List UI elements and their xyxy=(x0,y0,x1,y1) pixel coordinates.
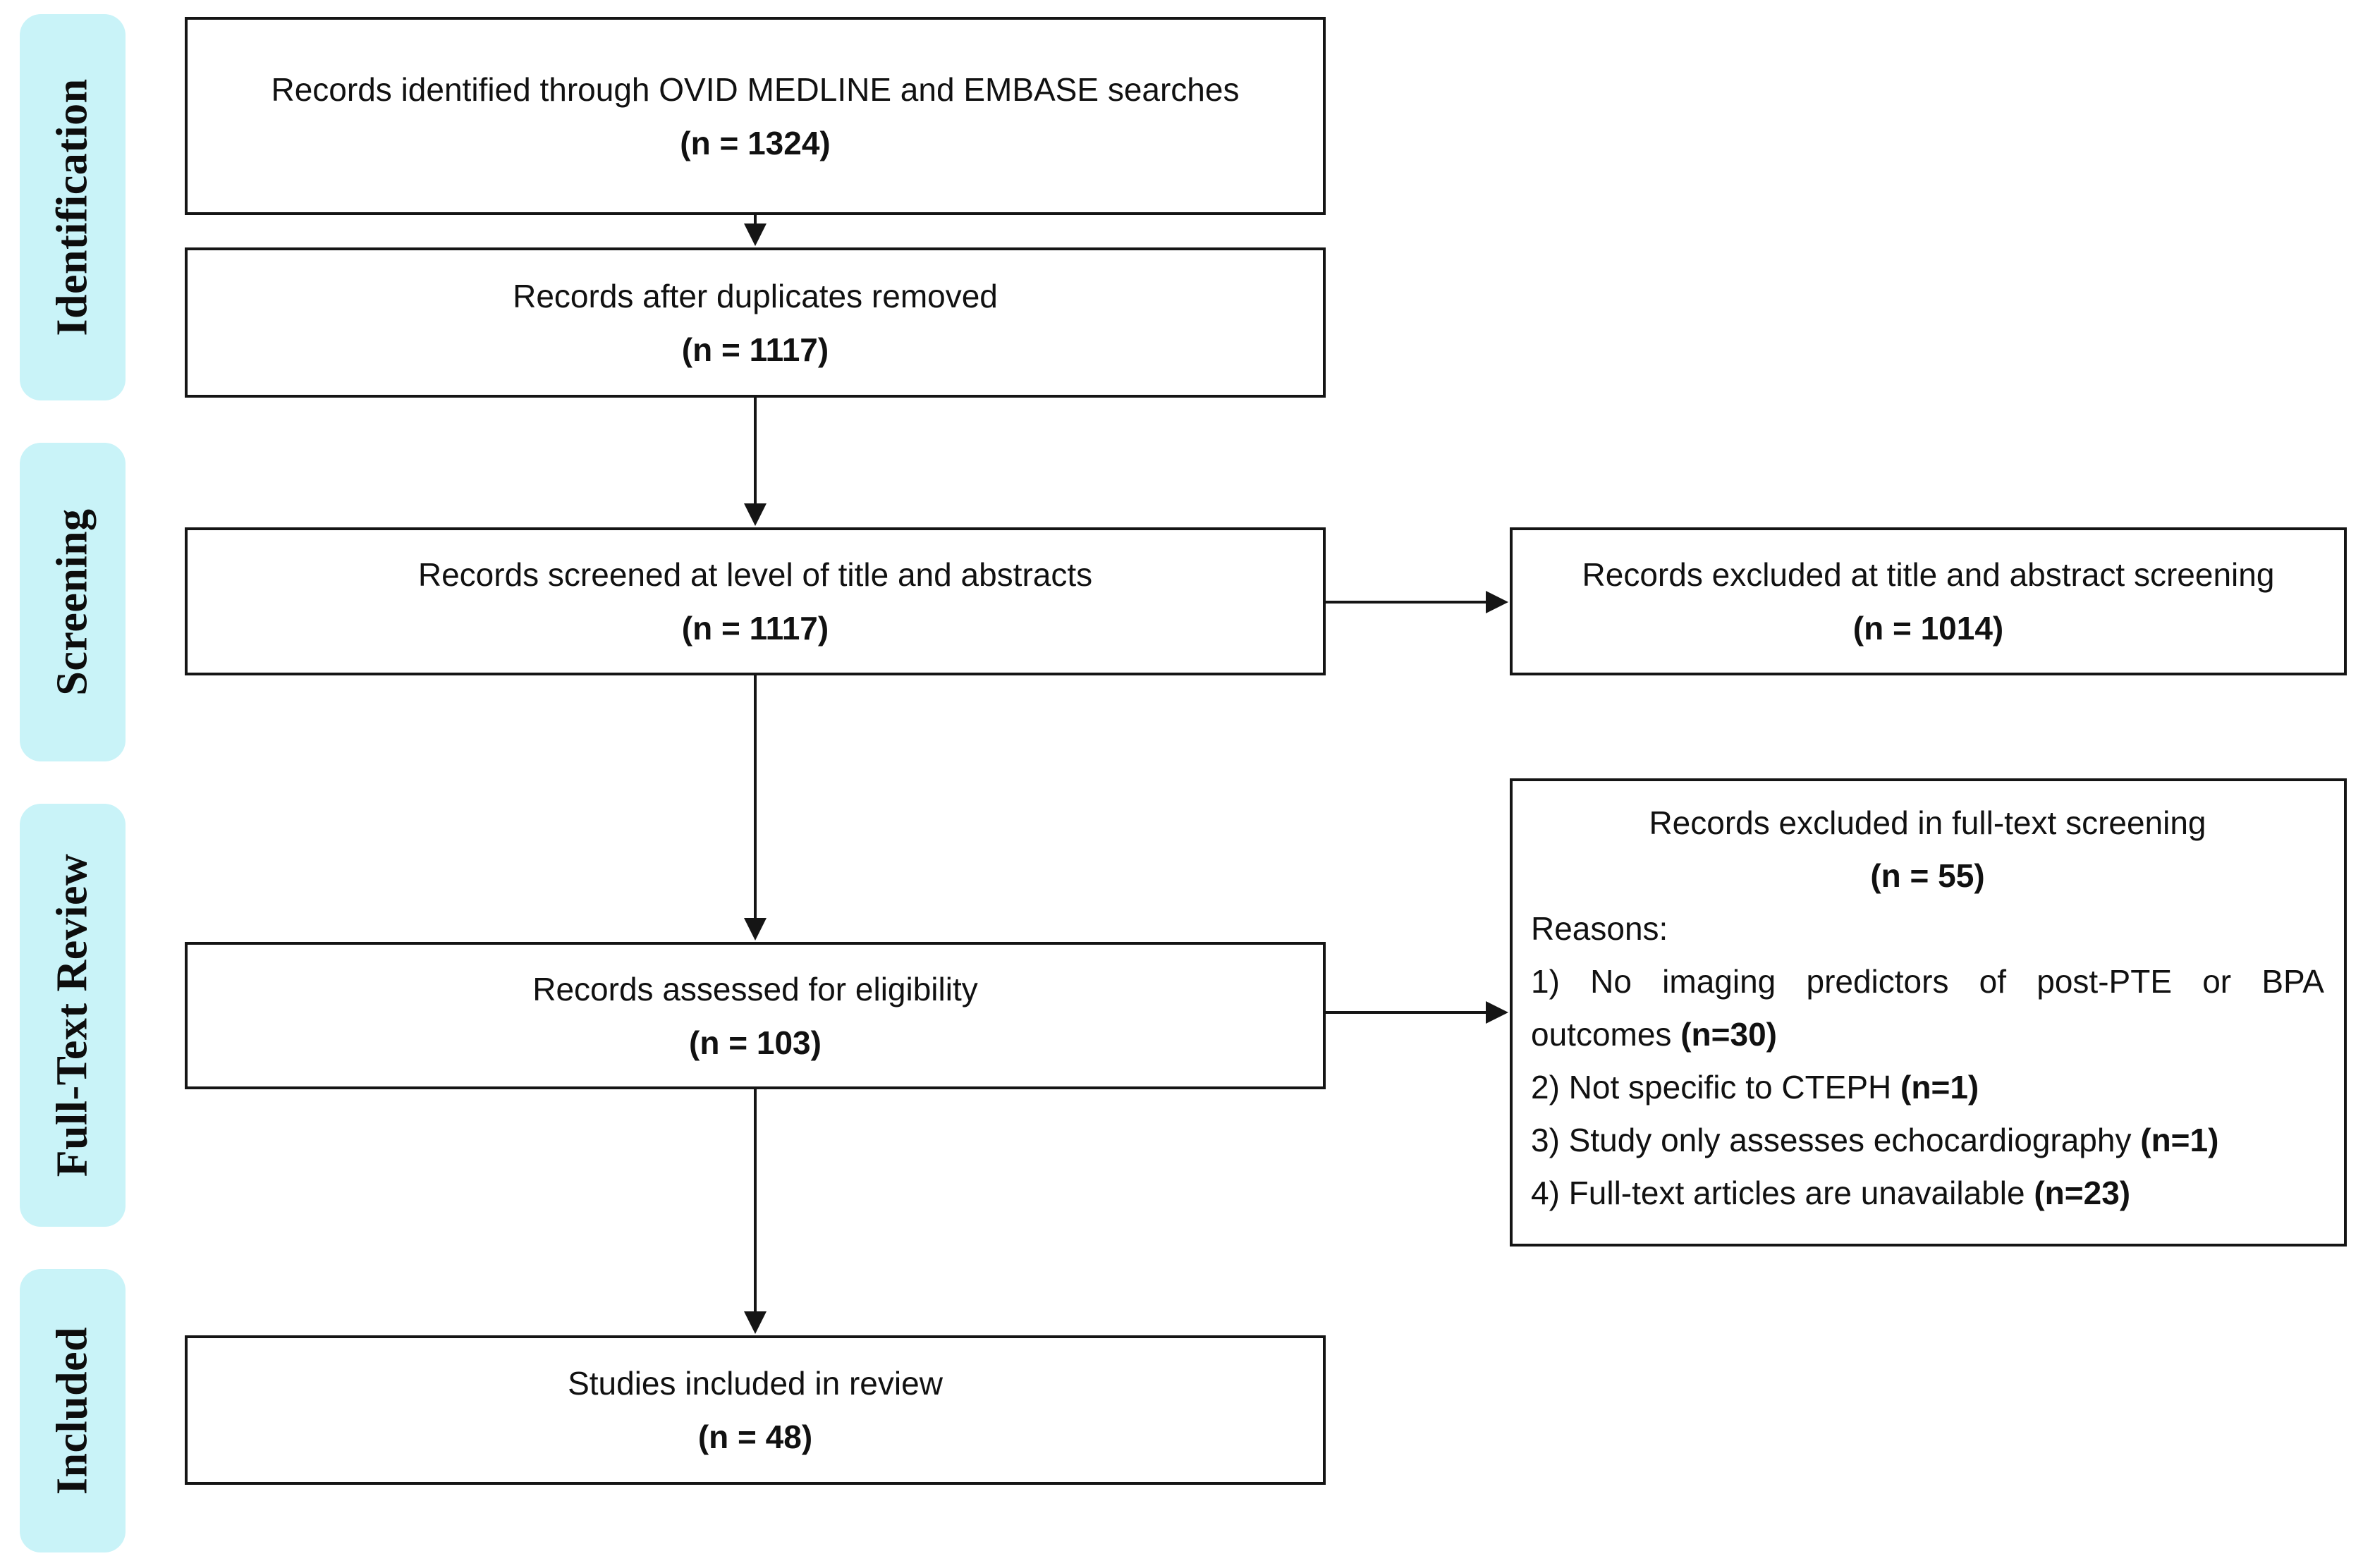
reason-1-line-1: 1) No imaging predictors of post-PTE or … xyxy=(1531,963,2324,1000)
phase-included: Included xyxy=(20,1269,126,1552)
reason-3: 3) Study only assesses echocardiography … xyxy=(1531,1114,2324,1167)
records-identified-count: (n = 1324) xyxy=(680,124,831,161)
excluded-full-text-count: (n = 55) xyxy=(1870,857,1985,894)
box-records-identified: Records identified through OVID MEDLINE … xyxy=(185,17,1326,215)
reason-2: 2) Not specific to CTEPH (n=1) xyxy=(1531,1061,2324,1114)
box-records-screened: Records screened at level of title and a… xyxy=(185,527,1326,675)
phase-identification: Identification xyxy=(20,14,126,400)
phase-screening: Screening xyxy=(20,443,126,761)
box-excluded-title-abstract: Records excluded at title and abstract s… xyxy=(1510,527,2347,675)
reasons-label: Reasons: xyxy=(1531,910,1668,947)
reason-3-count: (n=1) xyxy=(2140,1122,2219,1158)
reason-4-count: (n=23) xyxy=(2034,1175,2131,1211)
assessed-eligibility-count: (n = 103) xyxy=(689,1024,822,1061)
box-excluded-full-text: Records excluded in full-text screening … xyxy=(1510,778,2347,1247)
records-screened-text: Records screened at level of title and a… xyxy=(417,556,1093,593)
reason-4-text: 4) Full-text articles are unavailable xyxy=(1531,1175,2025,1211)
reason-1-text: outcomes xyxy=(1531,1016,1672,1053)
reason-2-text: 2) Not specific to CTEPH xyxy=(1531,1069,1892,1105)
reason-1-count: (n=30) xyxy=(1680,1016,1777,1053)
reason-3-text: 3) Study only assesses echocardiography xyxy=(1531,1122,2132,1158)
excluded-title-abstract-text: Records excluded at title and abstract s… xyxy=(1582,556,2275,593)
excluded-title-abstract-count: (n = 1014) xyxy=(1852,610,2004,647)
records-identified-text: Records identified through OVID MEDLINE … xyxy=(271,71,1240,108)
excluded-full-text-title: Records excluded in full-text screening xyxy=(1649,804,2206,841)
studies-included-count: (n = 48) xyxy=(697,1419,813,1455)
records-screened-count: (n = 1117) xyxy=(681,610,829,647)
after-duplicates-count: (n = 1117) xyxy=(681,331,829,368)
studies-included-text: Studies included in review xyxy=(568,1365,943,1402)
box-after-duplicates: Records after duplicates removed (n = 11… xyxy=(185,247,1326,398)
reason-1-line-2: outcomes (n=30) xyxy=(1531,1008,2324,1061)
phase-full-text-review: Full-Text Review xyxy=(20,804,126,1227)
reason-4: 4) Full-text articles are unavailable (n… xyxy=(1531,1167,2324,1220)
after-duplicates-text: Records after duplicates removed xyxy=(513,277,998,314)
box-assessed-eligibility: Records assessed for eligibility (n = 10… xyxy=(185,942,1326,1089)
reason-2-count: (n=1) xyxy=(1900,1069,1979,1105)
box-studies-included: Studies included in review (n = 48) xyxy=(185,1335,1326,1485)
assessed-eligibility-text: Records assessed for eligibility xyxy=(532,970,978,1007)
